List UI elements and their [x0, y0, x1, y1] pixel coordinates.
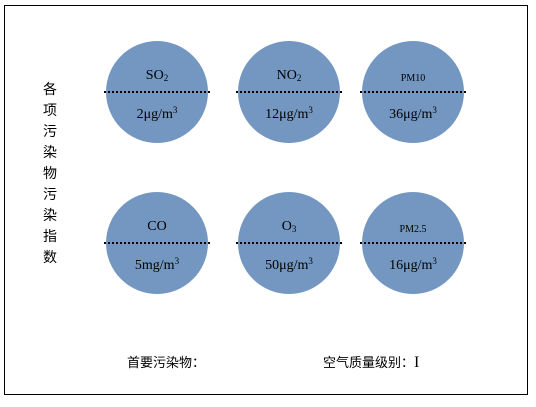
pollutant-value: 2μg/m3 [136, 105, 178, 122]
pollutant-circle-no2: NO2 12μg/m3 [236, 41, 342, 143]
pollutant-value: 36μg/m3 [389, 105, 437, 122]
pollutant-name: PM2.5 [399, 224, 427, 235]
title-char: 污 [43, 124, 57, 140]
pollutant-circle-pm25: PM2.5 16μg/m3 [360, 192, 466, 294]
dotted-divider [104, 242, 210, 244]
title-char: 物 [43, 166, 57, 182]
primary-pollutant-label: 首要污染物： [127, 356, 206, 371]
pollutant-name: NO2 [276, 68, 302, 83]
title-char: 污 [43, 187, 57, 203]
title-char: 数 [43, 250, 57, 266]
dotted-divider [360, 91, 466, 93]
air-quality-level: 空气质量级别：I [323, 352, 419, 372]
pollutant-value: 12μg/m3 [265, 105, 313, 122]
title-char: 染 [43, 208, 57, 224]
title-char: 项 [43, 103, 57, 119]
title-char: 各 [43, 82, 57, 98]
pollutant-name: SO2 [145, 68, 169, 83]
pollutant-value: 5mg/m3 [134, 256, 180, 273]
pollutant-name: CO [147, 219, 167, 234]
pollutant-circle-o3: O3 50μg/m3 [236, 192, 342, 294]
title-char: 指 [43, 229, 57, 245]
dotted-divider [236, 91, 342, 93]
vertical-title: 各 项 污 染 物 污 染 指 数 [40, 80, 60, 269]
dotted-divider [360, 242, 466, 244]
air-quality-level-value: I [414, 354, 420, 371]
display-frame [4, 5, 528, 395]
pollutant-value: 50μg/m3 [265, 256, 313, 273]
pollutant-circle-so2: SO2 2μg/m3 [104, 41, 210, 143]
dotted-divider [236, 242, 342, 244]
air-quality-level-label: 空气质量级别： [323, 356, 415, 371]
pollutant-name: PM10 [400, 73, 426, 84]
pollutant-name: O3 [281, 219, 297, 234]
dotted-divider [104, 91, 210, 93]
title-char: 染 [43, 145, 57, 161]
pollutant-circle-pm10: PM10 36μg/m3 [360, 41, 466, 143]
pollutant-value: 16μg/m3 [389, 256, 437, 273]
pollutant-circle-co: CO 5mg/m3 [104, 192, 210, 294]
